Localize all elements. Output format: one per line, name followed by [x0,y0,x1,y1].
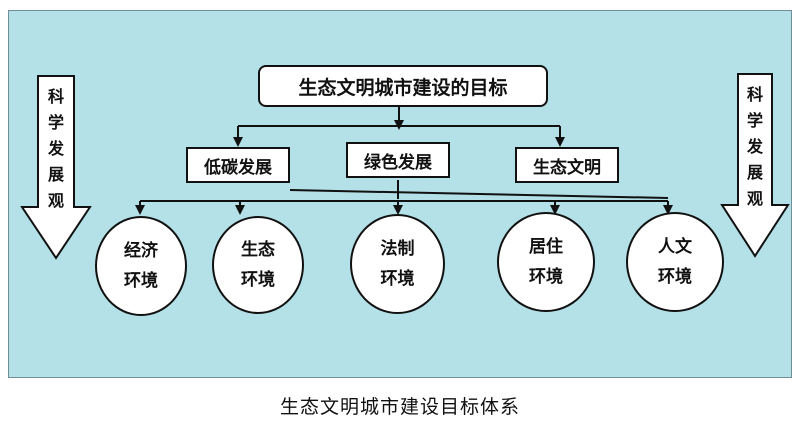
sub-goal-low-carbon: 低碳发展 [186,147,290,183]
environment-label-line1: 居住 [529,237,563,257]
sub-goal-label: 生态文明 [533,157,601,178]
environment-label-line2: 环境 [380,269,415,289]
environment-label-line1: 法制 [380,239,415,259]
top-goal-label: 生态文明城市建设的目标 [298,76,508,99]
sub-goal-green: 绿色发展 [346,142,450,178]
sub-goal-label: 绿色发展 [364,152,432,173]
environment-ecological: 生态 环境 [212,216,304,314]
environment-economic: 经济 环境 [95,216,187,316]
right-down-arrow [720,73,790,258]
sub-goal-ecological-civilization: 生态文明 [515,147,619,183]
environment-label-line2: 环境 [241,270,275,290]
environment-label-line1: 人文 [658,237,692,257]
left-down-arrow [20,75,92,260]
sub-goal-label: 低碳发展 [204,157,272,178]
environment-legal: 法制 环境 [350,214,445,314]
connector [289,189,669,199]
environment-label-line2: 环境 [529,267,563,287]
left-arrow-label: 科学发展观 [47,87,64,210]
environment-cultural: 人文 环境 [626,212,724,312]
top-goal-box: 生态文明城市建设的目标 [258,65,548,107]
environment-residential: 居住 环境 [497,212,595,312]
environment-label-line1: 生态 [241,240,275,260]
environment-label-line2: 环境 [658,267,692,287]
environment-label-line2: 环境 [124,271,158,291]
environment-label-line1: 经济 [124,241,158,261]
figure-caption: 生态文明城市建设目标体系 [279,396,520,418]
right-arrow-label: 科学发展观 [746,85,763,208]
